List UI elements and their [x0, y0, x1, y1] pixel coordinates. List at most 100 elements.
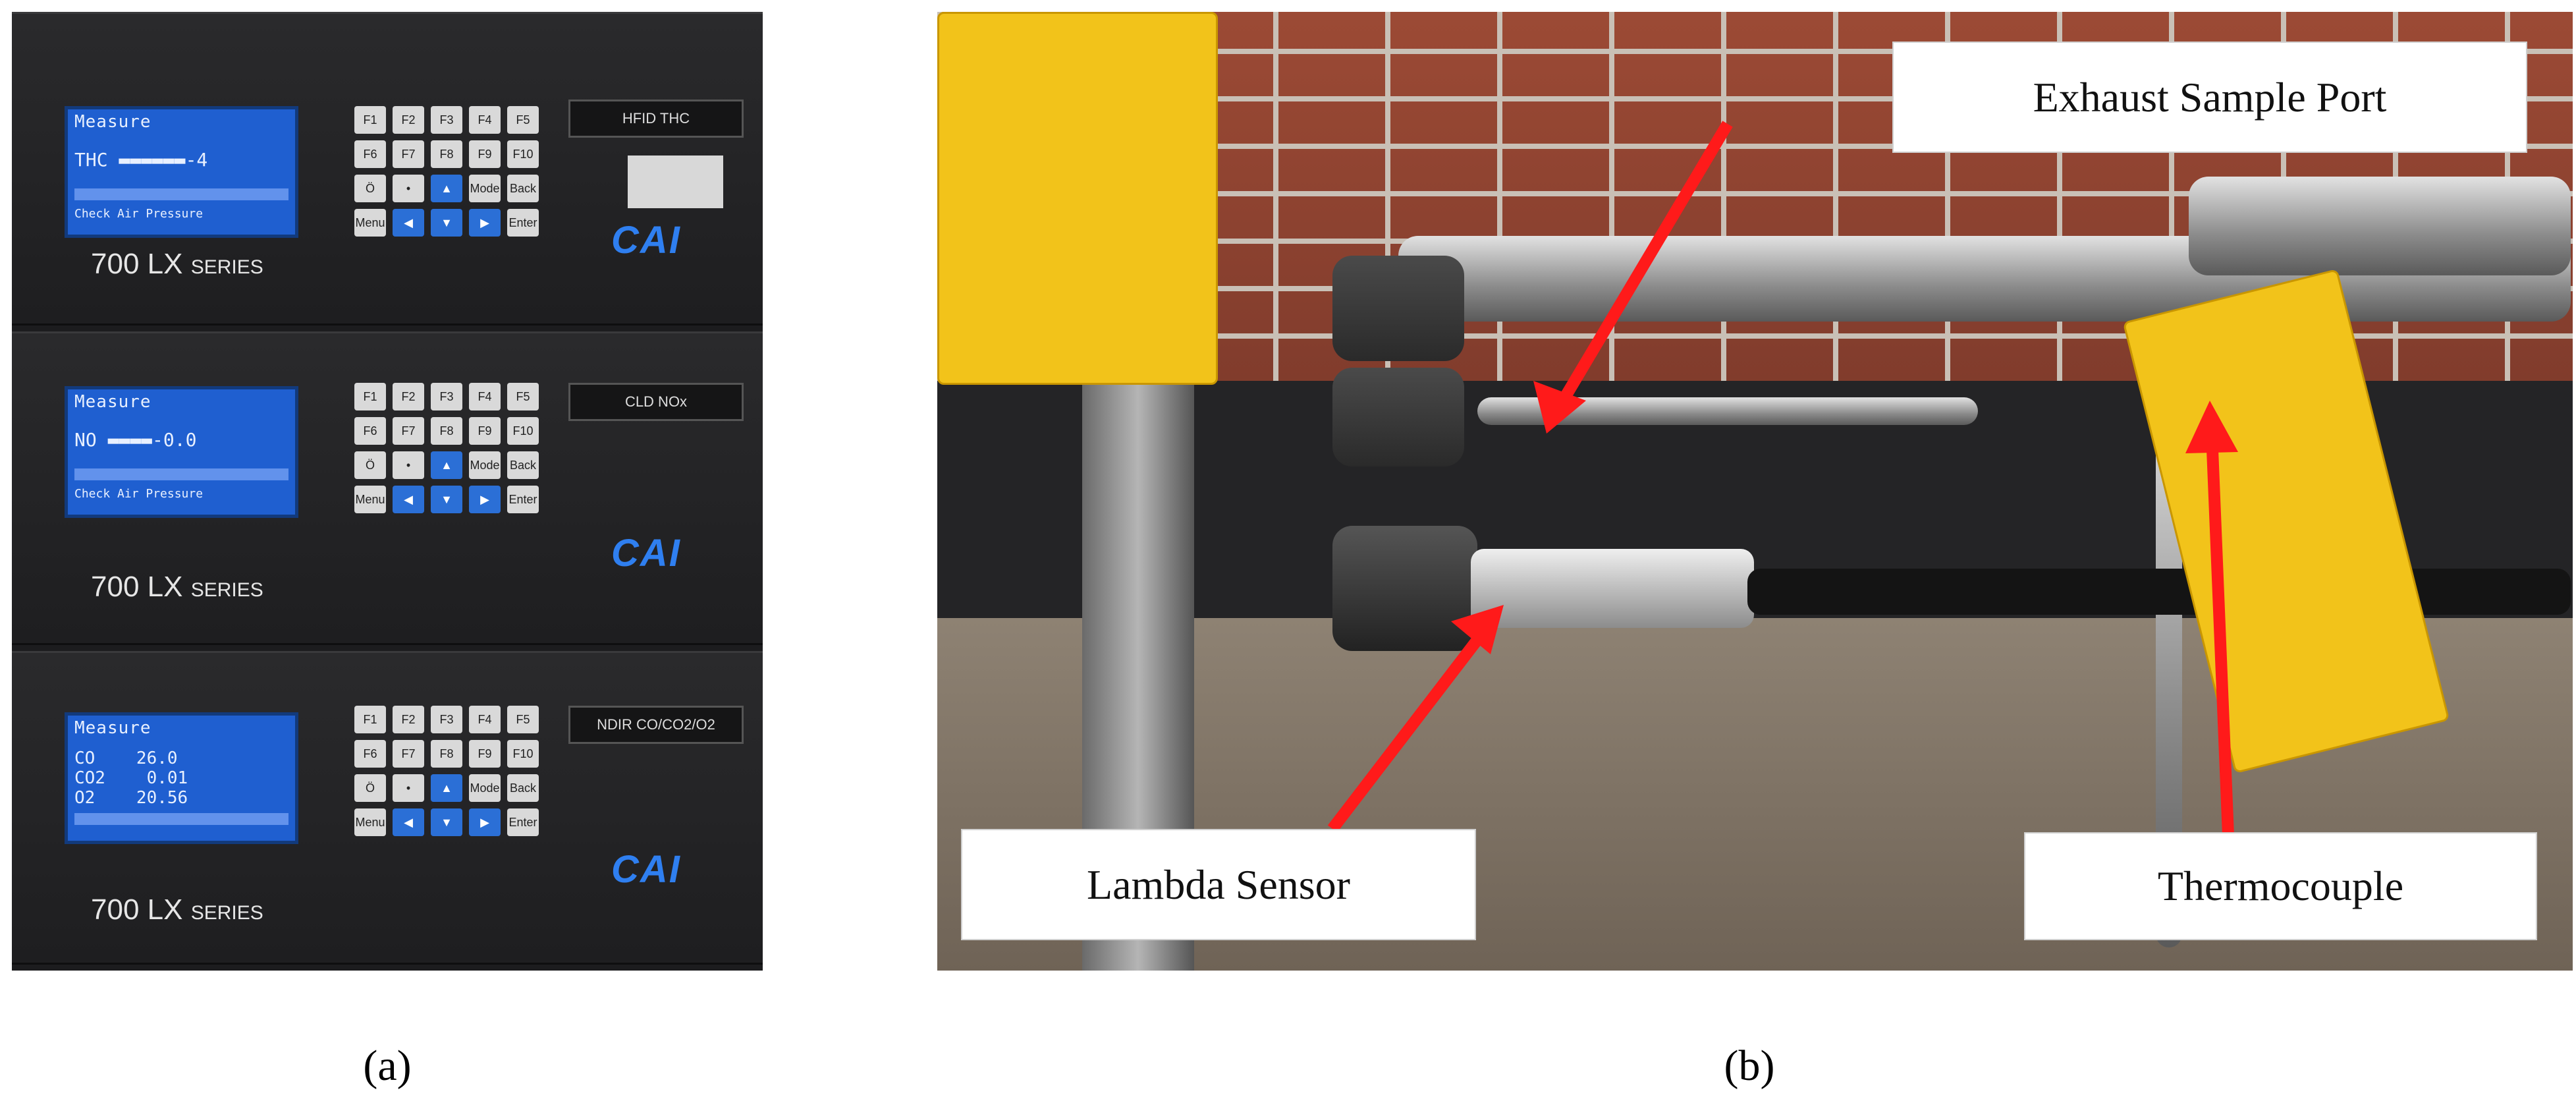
keypad-key[interactable]: F9: [469, 417, 501, 445]
keypad-key[interactable]: F1: [354, 706, 386, 733]
keypad-key[interactable]: F7: [393, 140, 424, 168]
keypad-key[interactable]: ◀: [393, 808, 424, 836]
lambda-sensor-arrow: [1327, 627, 1489, 833]
keypad-key[interactable]: ◀: [393, 486, 424, 513]
keypad-key[interactable]: F3: [431, 106, 462, 134]
keypad-key[interactable]: F7: [393, 740, 424, 768]
keypad-key[interactable]: •: [393, 774, 424, 802]
keypad-key[interactable]: F3: [431, 706, 462, 733]
lcd-title: Measure: [74, 112, 151, 132]
keypad-key[interactable]: Ö: [354, 774, 386, 802]
keypad-key[interactable]: F8: [431, 740, 462, 768]
keypad-key[interactable]: ▼: [431, 209, 462, 237]
keypad-key[interactable]: F10: [507, 740, 539, 768]
keypad-key[interactable]: F6: [354, 417, 386, 445]
series-model: 700 LX: [91, 248, 183, 280]
keypad-key[interactable]: ▲: [431, 774, 462, 802]
keypad-key[interactable]: Menu: [354, 209, 386, 237]
ndir-co-co2-o2-analyzer: Measure CO 26.0 CO2 0.01 O2 20.56 700 LX…: [12, 651, 763, 965]
cld-nox-analyzer: Measure NO ▬▬▬▬-0.0 Check Air Pressure 7…: [12, 331, 763, 645]
caption-a: (a): [363, 1042, 412, 1090]
lcd-reading-co: CO 26.0: [74, 749, 178, 768]
keypad-key[interactable]: •: [393, 175, 424, 202]
keypad-key[interactable]: ▼: [431, 808, 462, 836]
keypad-key[interactable]: F8: [431, 417, 462, 445]
keypad-key[interactable]: ◀: [393, 209, 424, 237]
thermocouple-arrow: [2206, 433, 2234, 836]
weld-bung-top: [1332, 256, 1464, 361]
keypad-key[interactable]: F3: [431, 383, 462, 410]
keypad-key[interactable]: Mode: [469, 175, 501, 202]
keypad-key[interactable]: Back: [507, 451, 539, 479]
keypad-key[interactable]: F6: [354, 740, 386, 768]
keypad-key[interactable]: ▶: [469, 209, 501, 237]
keypad-key[interactable]: F1: [354, 106, 386, 134]
keypad-key[interactable]: F8: [431, 140, 462, 168]
keypad-key[interactable]: Enter: [507, 209, 539, 237]
exhaust-instrumentation-photo: Exhaust Sample Port Lambda Sensor Thermo…: [937, 12, 2573, 971]
keypad-key[interactable]: F9: [469, 140, 501, 168]
lcd-reading-o2: O2 20.56: [74, 788, 188, 808]
lcd-title: Measure: [74, 718, 151, 738]
keypad-key[interactable]: F7: [393, 417, 424, 445]
keypad-key[interactable]: Enter: [507, 486, 539, 513]
series-suffix: SERIES: [190, 579, 263, 601]
series-model: 700 LX: [91, 571, 183, 603]
keypad-key[interactable]: Menu: [354, 808, 386, 836]
keypad-key[interactable]: F5: [507, 383, 539, 410]
keypad-key[interactable]: F4: [469, 106, 501, 134]
keypad-key[interactable]: F5: [507, 106, 539, 134]
keypad-key[interactable]: F1: [354, 383, 386, 410]
keypad-key[interactable]: F2: [393, 106, 424, 134]
keypad-key[interactable]: Menu: [354, 486, 386, 513]
keypad-key[interactable]: Enter: [507, 808, 539, 836]
annotation-arrows: [1327, 121, 2238, 836]
keypad-key[interactable]: F10: [507, 140, 539, 168]
thermocouple-arrowhead: [2185, 401, 2238, 453]
lcd-status-bar: [74, 188, 288, 200]
lcd-reading-co2: CO2 0.01: [74, 768, 188, 788]
exhaust-port-arrowhead: [1533, 381, 1586, 434]
lcd-status-bar: [74, 468, 288, 480]
cai-logo: CAI: [611, 219, 681, 262]
weld-bung-middle: [1332, 368, 1464, 467]
keypad-key[interactable]: Mode: [469, 451, 501, 479]
asset-tag: [628, 156, 723, 208]
keypad-key[interactable]: F5: [507, 706, 539, 733]
keypad-key[interactable]: F9: [469, 740, 501, 768]
keypad-key[interactable]: •: [393, 451, 424, 479]
keypad-key[interactable]: Ö: [354, 175, 386, 202]
keypad-key[interactable]: ▼: [431, 486, 462, 513]
lambda-sensor-label: Lambda Sensor: [961, 829, 1476, 940]
lcd-title: Measure: [74, 392, 151, 412]
caption-b: (b): [1724, 1042, 1775, 1090]
module-label: HFID THC: [568, 99, 744, 138]
keypad-key[interactable]: F6: [354, 140, 386, 168]
keypad-key[interactable]: Ö: [354, 451, 386, 479]
keypad-key[interactable]: F2: [393, 383, 424, 410]
keypad-key[interactable]: ▶: [469, 486, 501, 513]
keypad-key[interactable]: F10: [507, 417, 539, 445]
series-label: 700 LX SERIES: [91, 248, 263, 281]
lcd-reading: THC ▬▬▬▬▬▬-4: [74, 149, 208, 171]
lcd-status-bar: [74, 813, 288, 825]
keypad-key[interactable]: ▶: [469, 808, 501, 836]
thermocouple-label: Thermocouple: [2024, 832, 2537, 940]
module-label: CLD NOx: [568, 383, 744, 421]
keypad-key[interactable]: Back: [507, 774, 539, 802]
keypad-key[interactable]: ▲: [431, 451, 462, 479]
keypad-key[interactable]: F4: [469, 706, 501, 733]
exhaust-sample-port-label: Exhaust Sample Port: [1892, 42, 2527, 153]
keypad-key[interactable]: F4: [469, 383, 501, 410]
keypad-key[interactable]: Back: [507, 175, 539, 202]
lcd-message: Check Air Pressure: [74, 487, 204, 501]
keypad-key[interactable]: Mode: [469, 774, 501, 802]
cai-logo: CAI: [611, 532, 681, 575]
lambda-sensor-arrowhead: [1451, 605, 1504, 654]
keypad-key[interactable]: ▲: [431, 175, 462, 202]
keypad-key[interactable]: F2: [393, 706, 424, 733]
series-label: 700 LX SERIES: [91, 571, 263, 604]
